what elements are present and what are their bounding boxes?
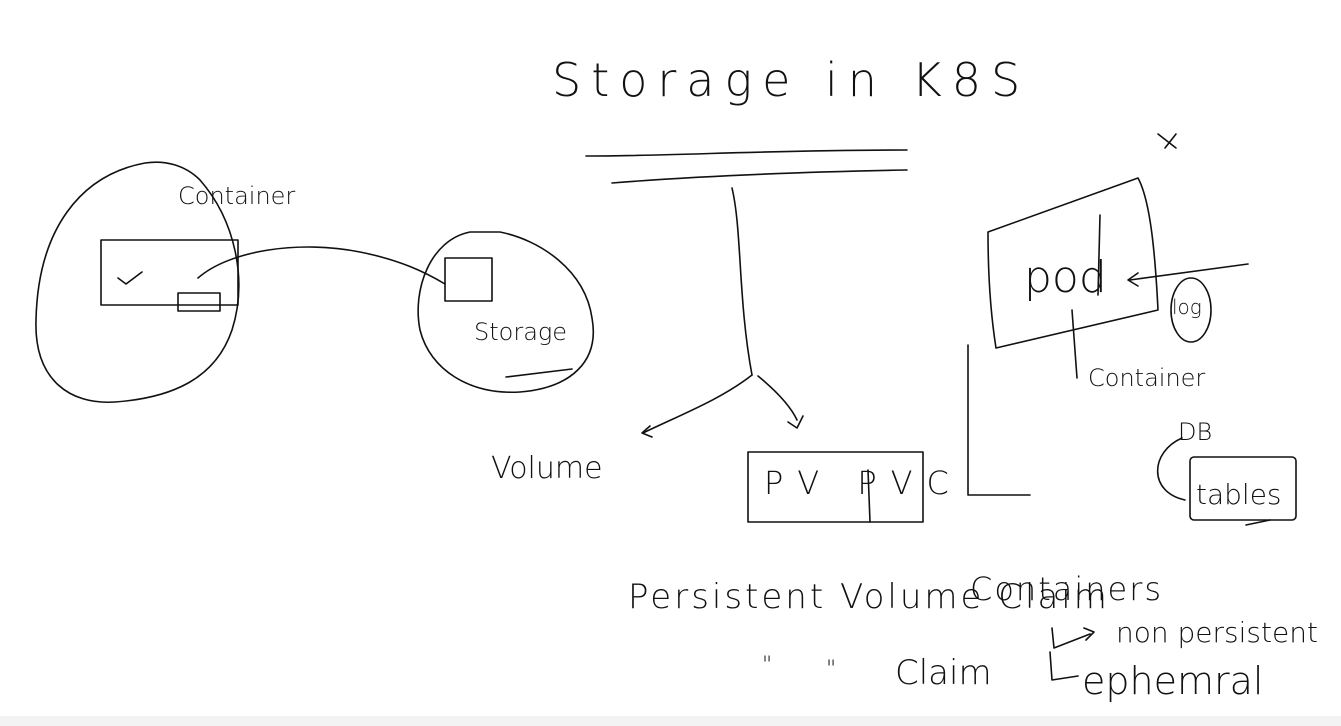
tree-branch-right: [757, 375, 798, 421]
checkmark-icon: [117, 271, 143, 285]
tables-label: tables: [1196, 478, 1282, 511]
container-pointer-line: [1071, 309, 1078, 379]
claim-text: Claim: [895, 653, 992, 693]
non-persistent-arrow: [1051, 627, 1091, 649]
pod-divider: [1097, 214, 1101, 296]
log-arrowhead: [1127, 272, 1139, 287]
bottom-strip: [0, 716, 1341, 726]
non-persistent-text: non persistent: [1116, 616, 1318, 649]
pod-bracket: [967, 344, 1031, 496]
tree-trunk: [731, 187, 753, 376]
tables-underline: [1245, 519, 1271, 526]
title-underline-1: [585, 149, 908, 157]
storage-label: Storage: [474, 318, 567, 346]
title-underline-2: [611, 169, 908, 184]
db-curve: [1157, 437, 1186, 501]
ephemeral-arrow: [1049, 651, 1079, 681]
tree-branch-left: [642, 374, 753, 434]
ephemeral-text: ephemral: [1082, 659, 1263, 703]
container-label: Container: [178, 182, 295, 210]
pod-box: [987, 177, 1159, 349]
tree-branch-right-arrowhead: [787, 415, 804, 429]
storage-inner-box: [444, 257, 493, 302]
volume-label: Volume: [491, 451, 603, 486]
log-label: log: [1172, 295, 1202, 319]
ditto-mark-1: ": [762, 653, 772, 678]
log-arrow-line: [1129, 263, 1249, 281]
x-mark-icon: [1157, 133, 1177, 149]
pv-pvc-box: [747, 451, 924, 523]
storage-underline: [505, 368, 573, 378]
storage-blob: [417, 231, 595, 393]
log-circle: [1170, 277, 1212, 343]
pv-pvc-label: PV PVC: [764, 464, 963, 502]
pv-pvc-divider: [867, 469, 871, 523]
pod-container-label: Container: [1088, 364, 1205, 392]
ditto-mark-2: ": [826, 657, 836, 682]
container-inner-box: [100, 239, 239, 306]
title-text: Storage in K8S: [552, 53, 1030, 107]
mount-point-box: [177, 292, 221, 312]
tree-branch-left-arrowhead: [641, 425, 653, 438]
containers-text: Containers: [970, 570, 1163, 608]
persistent-volume-claim-text: Persistent Volume Claim: [628, 577, 1110, 617]
db-label: DB: [1178, 418, 1212, 446]
mount-connector-line: [197, 246, 446, 285]
container-blob: [35, 161, 240, 403]
pod-label: pod: [1024, 252, 1107, 303]
tables-box: [1189, 456, 1297, 521]
non-persistent-arrowhead: [1083, 627, 1095, 641]
